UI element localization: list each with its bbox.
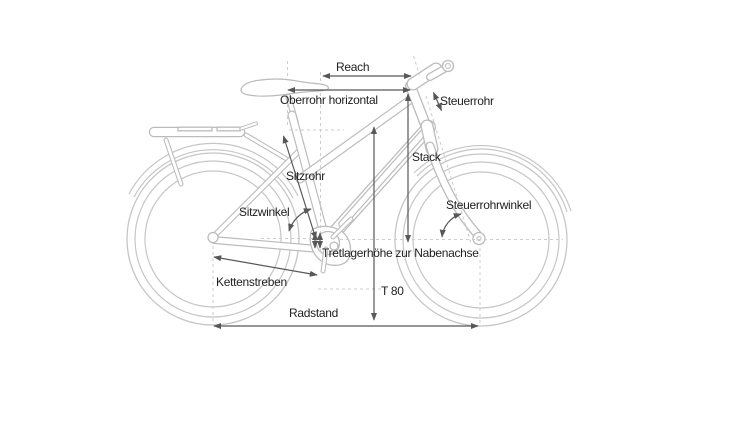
label-radstand: Radstand (289, 306, 338, 320)
label-kettenstreben: Kettenstreben (216, 275, 287, 289)
label-tretlagerhoehe: Tretlagerhöhe zur Nabenachse (322, 246, 479, 260)
crank-arms (320, 216, 354, 274)
label-t80: T 80 (381, 284, 404, 298)
top-tube (295, 92, 419, 184)
head-tube (405, 80, 432, 132)
label-oberrohr: Oberrohr horizontal (280, 93, 378, 107)
dimension-arrows (213, 72, 479, 330)
chain-stays (210, 236, 322, 253)
steuerrohr-arrow (432, 91, 443, 112)
label-steuerrohr: Steuerrohr (440, 94, 494, 108)
steuerrohrwinkel-arc (439, 213, 462, 238)
handlebar (426, 59, 455, 81)
label-reach: Reach (336, 60, 370, 74)
label-stack: Stack (412, 150, 441, 164)
label-steuerrohrwinkel: Steuerrohrwinkel (446, 198, 532, 212)
rear-rack (148, 121, 293, 187)
label-sitzrohr: Sitzrohr (286, 169, 325, 183)
rear-hub (207, 231, 219, 244)
label-sitzwinkel: Sitzwinkel (239, 205, 290, 219)
fork (425, 141, 486, 246)
sitzwinkel-arc (288, 208, 312, 232)
kettenstreben-arrow (213, 255, 318, 277)
